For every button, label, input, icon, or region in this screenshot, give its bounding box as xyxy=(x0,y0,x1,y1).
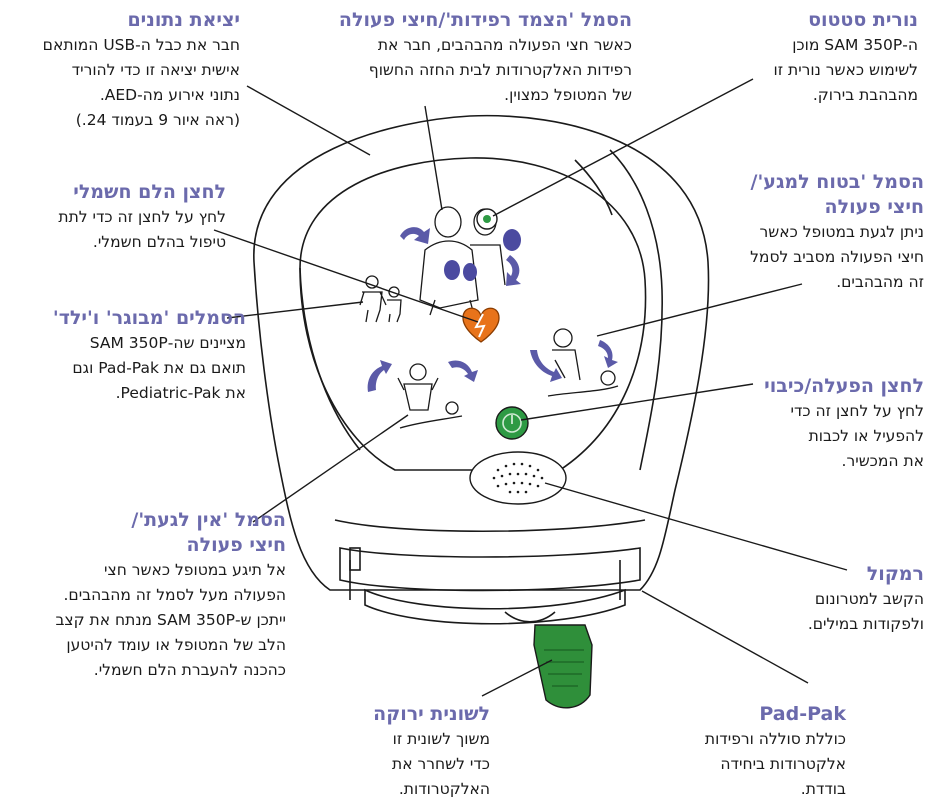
callout-safe-to-touch: הסמל 'בטוח למגע'/ חיצי פעולה ניתן לגעת ב… xyxy=(706,170,924,295)
callout-title: לשונית ירוקה xyxy=(373,703,490,725)
safe-to-touch-figure xyxy=(547,328,619,397)
callout-green-tab: לשונית ירוקה משוך לשונית זו כדי לשחרר את… xyxy=(330,702,490,802)
callout-title: הסמל 'הצמד רפידות'/חיצי פעולה xyxy=(338,9,632,31)
callout-title: Pad-Pak xyxy=(759,703,846,725)
callout-body: כאשר חצי הפעולה מהבהבים, חבר את רפידות ה… xyxy=(368,36,632,104)
on-off-icon xyxy=(495,406,529,440)
usb-port xyxy=(349,547,361,571)
callout-body: כוללת סוללה ורפידות אלקטרודות ביחידה בוד… xyxy=(704,730,846,798)
device-face xyxy=(299,157,647,471)
device-lower-band xyxy=(339,547,641,592)
callout-adult-child: הסמלים 'מבוגר' ו'ילד' מציינים שה-SAM 350… xyxy=(14,306,246,406)
callout-title: רמקול xyxy=(866,563,924,585)
pad-pak-base xyxy=(364,588,626,625)
device-outer-shell xyxy=(253,114,710,591)
callout-body: ניתן לגעת במטופל כאשר חיצי הפעולה מסביב … xyxy=(750,223,924,291)
callout-body: משוך לשונית זו כדי לשחרר את האלקטרודות. xyxy=(392,730,490,798)
callout-title: הסמל 'בטוח למגע'/ חיצי פעולה xyxy=(750,171,924,218)
callout-speaker: רמקול הקשב למטרונום ולפקודות במילים. xyxy=(740,562,924,637)
callout-data-output: יציאת נתונים חבר את כבל ה-USB המותאם איש… xyxy=(14,8,240,133)
callout-do-not-touch: הסמל 'אין לגעת'/ חיצי פעולה אל תיגע במטו… xyxy=(10,508,286,683)
callout-on-off: לחצן הפעלה/כיבוי לחץ על לחצן זה כדי להפע… xyxy=(722,374,924,474)
callout-title: הסמלים 'מבוגר' ו'ילד' xyxy=(52,307,246,329)
adult-child-icon xyxy=(359,275,402,323)
callout-body: מציינים שה-SAM 350P תואם גם את Pad-Pak ו… xyxy=(72,334,246,402)
callout-body: ה-SAM 350P מוכן לשימוש כאשר נורית זו מהב… xyxy=(773,36,918,104)
speaker-grille-icon xyxy=(469,451,567,505)
callout-title: הסמל 'אין לגעת'/ חיצי פעולה xyxy=(131,509,286,556)
green-tab-icon xyxy=(533,624,593,709)
callout-body: אל תיגע במטופל כאשר חצי הפעולה מעל לסמל … xyxy=(55,561,286,679)
do-not-touch-arrows-icon xyxy=(367,360,478,392)
callout-body: הקשב למטרונום ולפקודות במילים. xyxy=(807,590,924,633)
safe-to-touch-arrows-icon xyxy=(530,340,618,382)
callout-pad-pak: Pad-Pak כוללת סוללה ורפידות אלקטרודות בי… xyxy=(640,702,846,802)
callout-body: לחץ על לחצן זה כדי להפעיל או לכבות את המ… xyxy=(790,402,925,470)
callout-title: לחצן הלם חשמלי xyxy=(73,181,226,203)
do-not-touch-figure xyxy=(397,363,463,429)
callout-title: יציאת נתונים xyxy=(127,9,240,31)
callout-title: לחצן הפעלה/כיבוי xyxy=(764,375,924,397)
callout-shock-button: לחצן הלם חשמלי לחץ על לחצן זה כדי לתת טי… xyxy=(14,180,226,255)
callout-body: לחץ על לחצן זה כדי לתת טיפול בהלם חשמלי. xyxy=(58,208,226,251)
leader-lines xyxy=(213,78,848,697)
electrode-pads-icon xyxy=(444,229,521,281)
status-led-icon xyxy=(476,208,498,230)
callout-apply-pads-symbol: הסמל 'הצמד רפידות'/חיצי פעולה כאשר חצי ה… xyxy=(300,8,632,108)
callout-title: נורית סטטוס xyxy=(808,9,918,31)
heart-shock-icon xyxy=(462,307,500,343)
callout-body: חבר את כבל ה-USB המותאם אישית יציאה זו כ… xyxy=(42,36,240,129)
apply-pads-arrows-icon xyxy=(400,227,521,286)
callout-status-led: נורית סטטוס ה-SAM 350P מוכן לשימוש כאשר … xyxy=(706,8,918,108)
